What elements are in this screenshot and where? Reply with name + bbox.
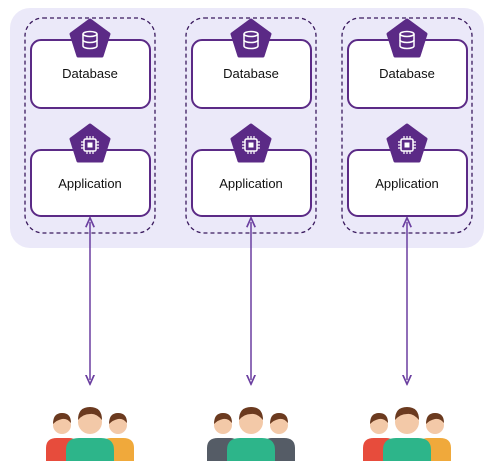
database-icon (230, 18, 272, 58)
node-1-dashed-boundary (24, 17, 156, 234)
database-icon (386, 18, 428, 58)
node-column-3: Database Application (341, 17, 473, 461)
node-2-database-label: Database (223, 66, 279, 81)
node-1-application-label: Application (58, 176, 122, 191)
node-3-application-label: Application (375, 176, 439, 191)
chip-icon (230, 123, 272, 163)
users-group-icon (363, 407, 451, 461)
node-1-database-label: Database (62, 66, 118, 81)
node-column-2: Database Application (185, 17, 317, 461)
users-group-icon (46, 407, 134, 461)
chip-icon (69, 123, 111, 163)
node-3-database-label: Database (379, 66, 435, 81)
node-2-dashed-boundary (185, 17, 317, 234)
node-column-1: Database Application (24, 17, 156, 461)
database-icon (69, 18, 111, 58)
node-2-application-label: Application (219, 176, 283, 191)
users-group-icon (207, 407, 295, 461)
node-3-dashed-boundary (341, 17, 473, 234)
chip-icon (386, 123, 428, 163)
